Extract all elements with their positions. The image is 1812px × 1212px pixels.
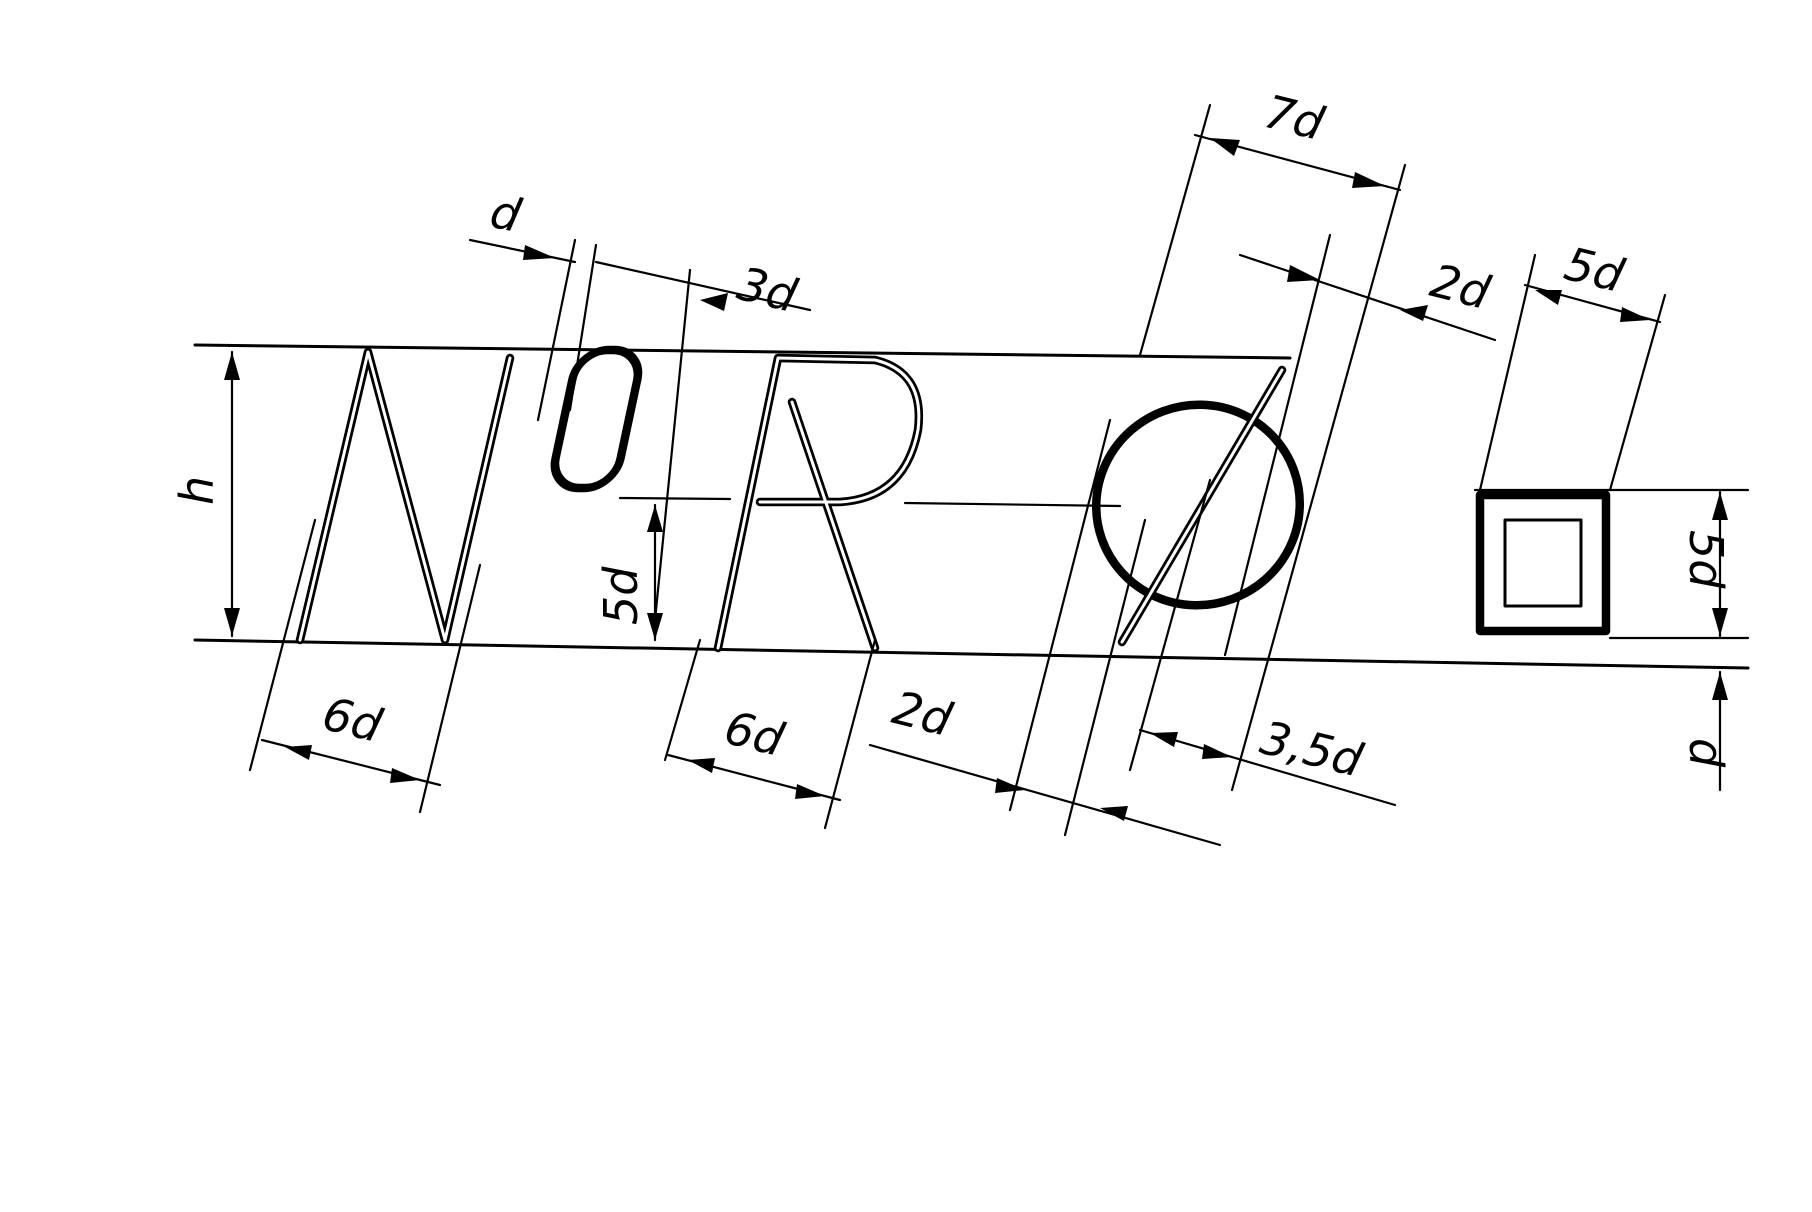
dim-3d — [594, 260, 812, 312]
label-d-right: d — [1679, 738, 1733, 768]
dim-3-5d — [1138, 728, 1397, 807]
label-2d-bottom: 2d — [887, 680, 958, 747]
label-7d: 7d — [1259, 84, 1330, 151]
glyph-n — [295, 347, 515, 645]
top-line — [193, 343, 1292, 360]
dim-2d-top — [1238, 253, 1497, 342]
label-2d-top: 2d — [1425, 253, 1496, 320]
glyph-superscript-o — [550, 345, 643, 493]
glyph-square — [1475, 490, 1611, 636]
label-3d: 3d — [732, 256, 803, 323]
dim-2d-bottom — [868, 743, 1222, 847]
glyph-r — [713, 353, 924, 653]
label-6d-mid: 6d — [719, 700, 790, 767]
dim-d-top — [468, 238, 577, 264]
bottom-line — [193, 638, 1750, 670]
label-5d-right: 5d — [1679, 530, 1733, 589]
label-3-5d: 3,5d — [1255, 710, 1368, 787]
label-6d-left: 6d — [317, 686, 388, 753]
label-5d-top: 5d — [1559, 236, 1630, 303]
mid-line-n — [618, 496, 732, 501]
arrowheads — [224, 138, 1728, 821]
dimension-labels: h d 3d 7d 2d 5d 5d 5d 6d 6d 2d 3,5d d — [170, 84, 1733, 787]
label-d-top: d — [486, 184, 527, 243]
extension-lines — [248, 103, 1667, 837]
label-5d-left: 5d — [594, 566, 648, 625]
label-h: h — [170, 476, 224, 505]
mid-line-r — [903, 501, 1122, 508]
reference-lines — [193, 343, 1750, 670]
